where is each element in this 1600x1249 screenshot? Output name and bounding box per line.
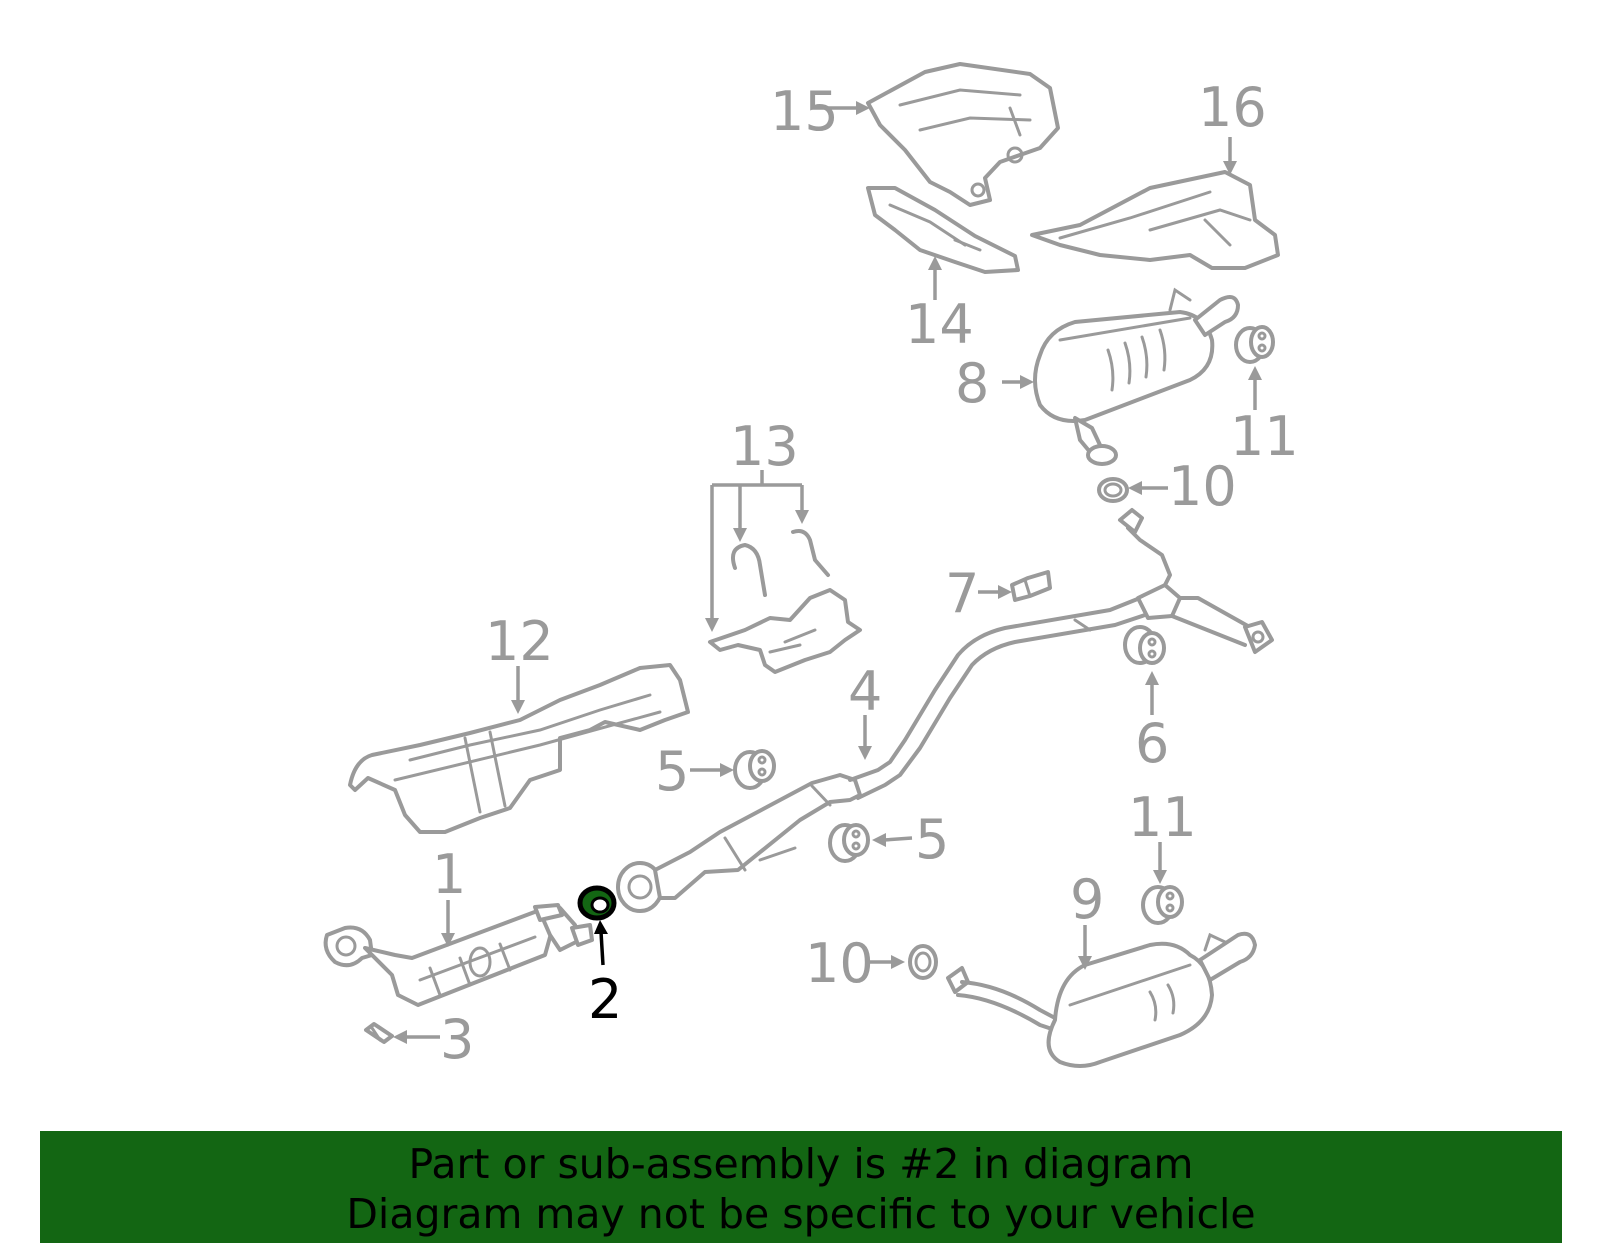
callout-labels: 15 16 14 8 11 10 13 7 12 4 6 5 5 11 1 9 … — [432, 76, 1299, 1071]
part-1-catalytic-converter — [323, 903, 594, 1007]
callout-11-lower: 11 — [1128, 786, 1197, 849]
part-12-heat-shield — [348, 663, 690, 834]
callout-10-lower: 10 — [805, 932, 874, 995]
callout-10-upper: 10 — [1168, 455, 1237, 518]
part-8-muffler — [1033, 287, 1240, 466]
leader-lines — [393, 101, 1262, 1044]
callout-12: 12 — [485, 610, 554, 673]
callout-15: 15 — [770, 80, 839, 143]
callout-5-upper: 5 — [655, 740, 689, 803]
part-10-gasket-upper — [1097, 477, 1129, 503]
part-11-hanger-upper — [1234, 325, 1275, 364]
callout-4: 4 — [848, 660, 882, 723]
callout-9: 9 — [1070, 868, 1104, 931]
part-10-gasket-lower — [908, 944, 938, 980]
callout-8: 8 — [955, 352, 989, 415]
part-3-stud — [364, 1022, 394, 1044]
exhaust-system-diagram: 15 16 14 8 11 10 13 7 12 4 6 5 5 11 1 9 … — [323, 62, 1299, 1071]
part-14-heat-shield — [866, 186, 1020, 274]
part-4-front-pipe — [616, 508, 1274, 913]
banner-line-2: Diagram may not be specific to your vehi… — [346, 1190, 1256, 1238]
part-15-heat-shield — [866, 62, 1060, 207]
callout-1: 1 — [432, 843, 466, 906]
callout-16: 16 — [1198, 76, 1267, 139]
part-7-hanger-clamp — [1010, 570, 1052, 602]
part-16-heat-shield — [1030, 170, 1280, 270]
callout-6: 6 — [1135, 712, 1169, 775]
part-5-hanger-lower — [828, 823, 870, 863]
part-9-muffler — [946, 931, 1257, 1068]
callout-2-highlighted: 2 — [588, 968, 622, 1031]
part-13-heat-shield-brackets — [708, 529, 862, 674]
part-5-hanger-upper — [733, 749, 776, 790]
callout-14: 14 — [905, 293, 974, 356]
callout-3: 3 — [440, 1008, 474, 1071]
callout-7: 7 — [945, 562, 979, 625]
callout-13: 13 — [730, 415, 799, 478]
part-6-hanger — [1123, 625, 1166, 665]
callout-5-lower: 5 — [915, 808, 949, 871]
callout-11-upper: 11 — [1230, 405, 1299, 468]
banner-line-1: Part or sub-assembly is #2 in diagram — [408, 1140, 1194, 1188]
part-11-hanger-lower — [1141, 885, 1184, 925]
info-banner: Part or sub-assembly is #2 in diagram Di… — [40, 1131, 1562, 1243]
part-2-gasket-highlighted — [577, 885, 617, 921]
